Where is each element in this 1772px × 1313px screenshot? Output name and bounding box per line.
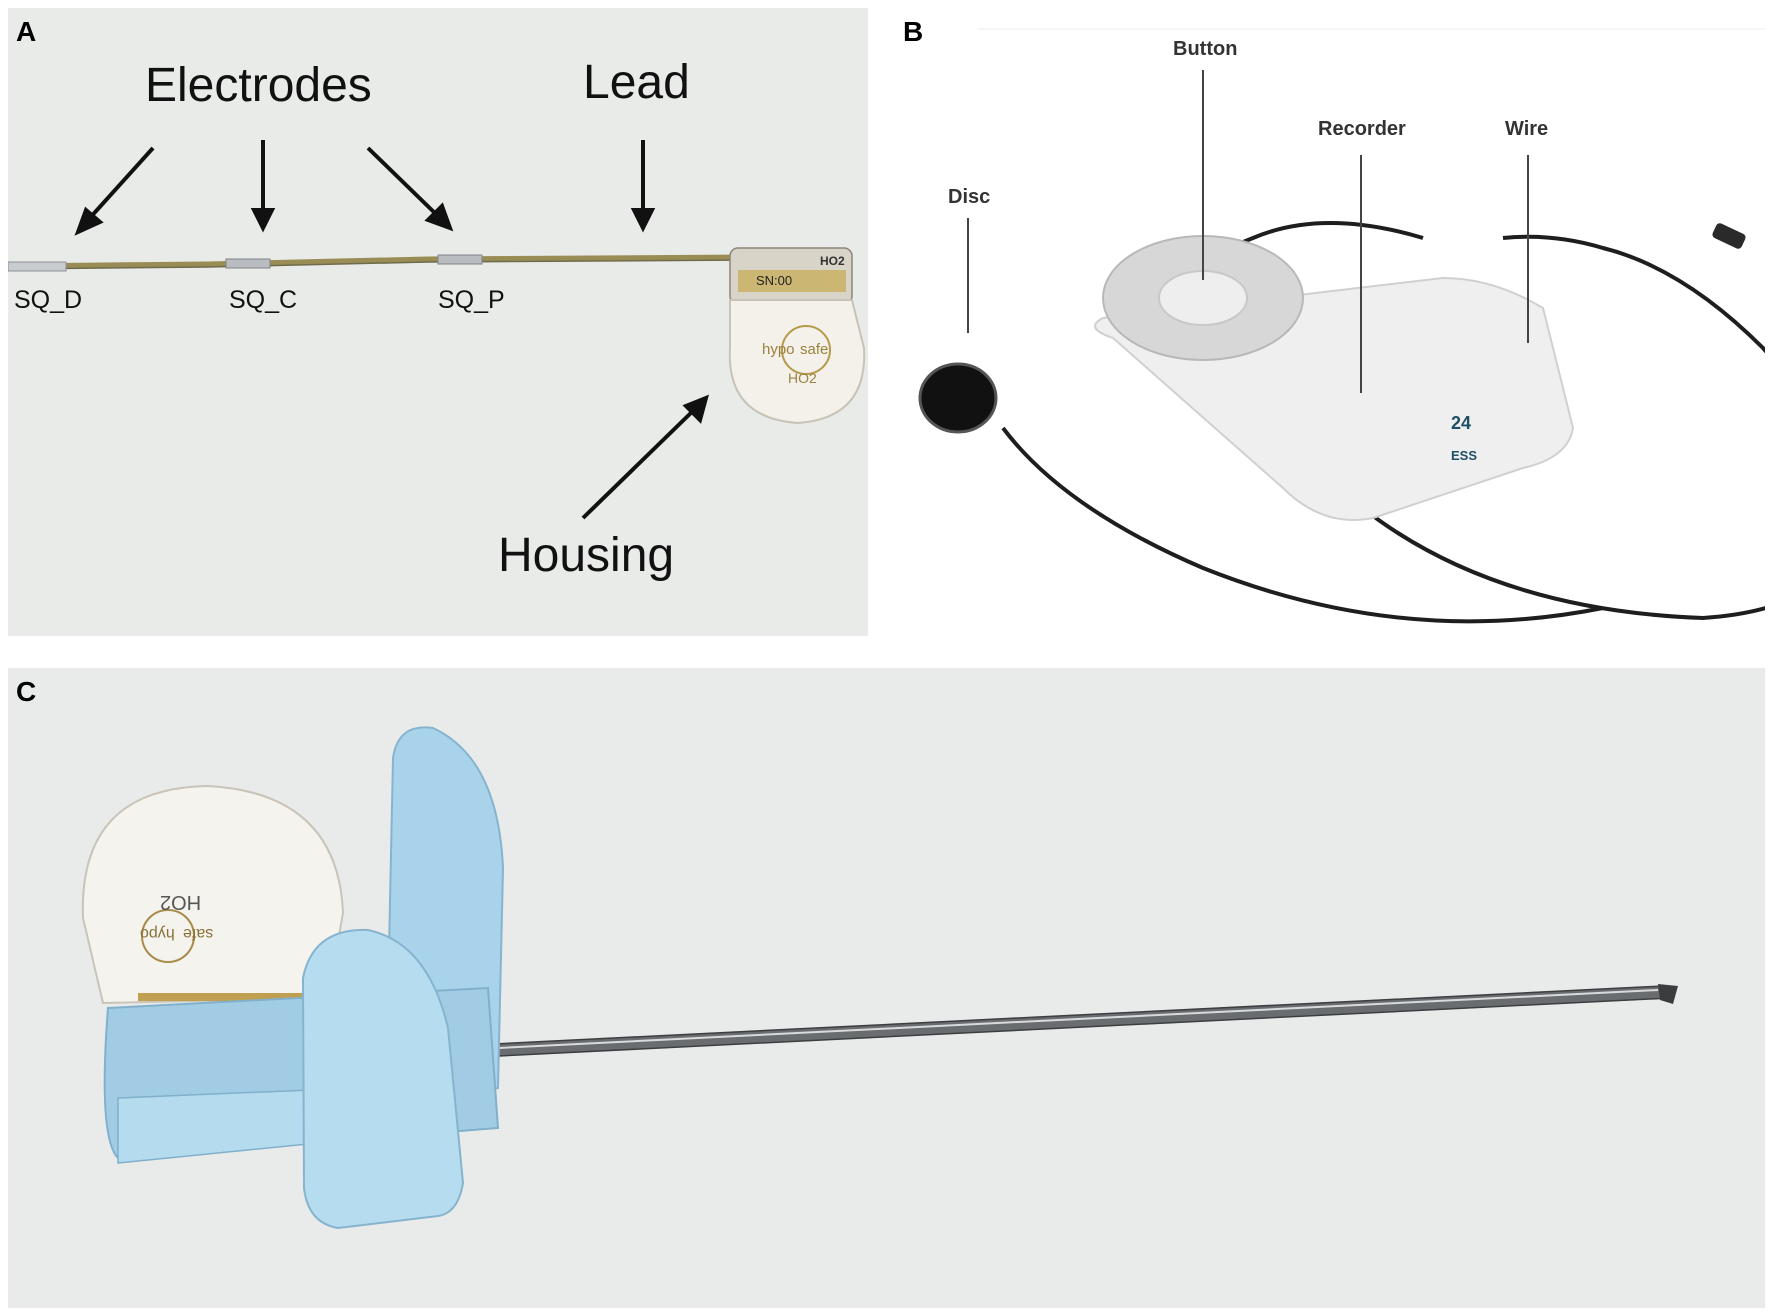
- panel-b-photo: [918, 28, 1765, 624]
- label-wire: Wire: [1505, 118, 1549, 140]
- leader-lines: [967, 70, 1529, 393]
- wire-connector: [1712, 223, 1746, 249]
- label-electrodes: Electrodes: [145, 59, 372, 112]
- housing-brand-left: hypo: [762, 341, 795, 358]
- disc-electrode: [918, 362, 998, 434]
- label-sq-c: SQ_C: [229, 286, 298, 314]
- recorder-brand: ESS: [1451, 448, 1478, 463]
- implant-header: [138, 993, 318, 1001]
- housing-model: HO2: [788, 370, 817, 386]
- tool-front-plate: [301, 928, 465, 1230]
- panel-c-photo: [81, 726, 1678, 1230]
- needle-tip: [1658, 984, 1678, 1004]
- electrode-sq-c: [225, 258, 271, 269]
- arrows-a: [74, 140, 709, 520]
- housing-serial: SN:00: [756, 273, 793, 288]
- lead-tip: [8, 261, 67, 272]
- implant-housing: [81, 784, 345, 1005]
- insertion-needle: [451, 985, 1672, 1059]
- electrode-sq-p: [437, 254, 483, 265]
- label-lead: Lead: [583, 56, 690, 109]
- label-sq-p: SQ_P: [438, 286, 505, 314]
- panel-c-letter: C: [16, 676, 37, 707]
- label-disc: Disc: [948, 186, 991, 208]
- hypo-safe-logo: [781, 325, 831, 375]
- housing-body: [728, 299, 866, 425]
- label-button: Button: [1173, 38, 1238, 60]
- label-recorder: Recorder: [1318, 118, 1406, 140]
- housing-brand-right: safe: [800, 341, 829, 358]
- lead-wire: [8, 254, 749, 269]
- panel-b: B Button Recorder Wire Disc 24 ESS: [903, 8, 1765, 636]
- panel-a-letter: A: [16, 16, 37, 47]
- label-sq-d: SQ_D: [14, 286, 83, 314]
- label-housing: Housing: [498, 529, 675, 582]
- recorder-logo: 24: [1451, 413, 1472, 433]
- panel-b-letter: B: [903, 16, 924, 47]
- implant-model: HO2: [160, 891, 202, 913]
- panel-a-photo: [8, 140, 866, 520]
- implant-brand-right: safe: [183, 925, 214, 942]
- implant-brand-left: hypo: [140, 925, 175, 942]
- panel-c: C hypo safe HO2: [8, 668, 1765, 1308]
- housing-tag: HO2: [820, 254, 845, 268]
- panel-a: A Electrodes Lead Housing SQ_D SQ_C SQ_P…: [8, 8, 868, 636]
